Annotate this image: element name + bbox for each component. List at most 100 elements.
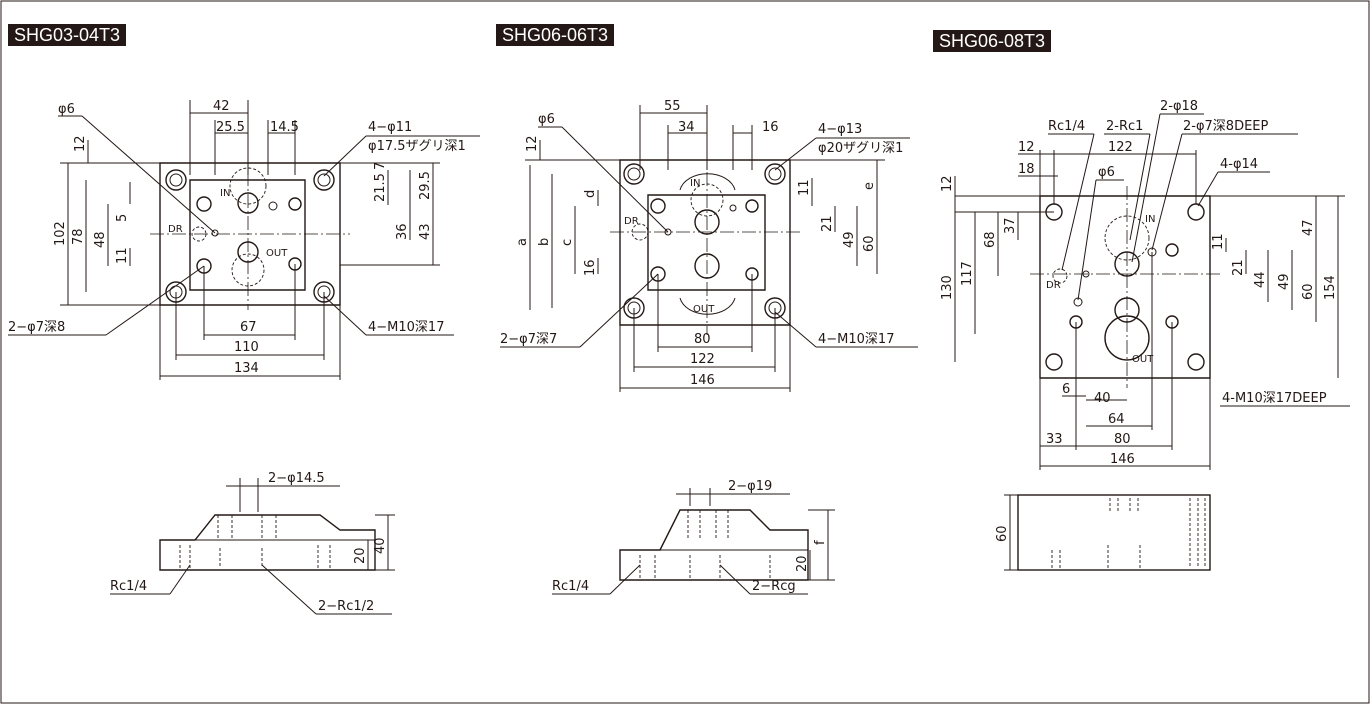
dim-40: 40 [373, 537, 388, 554]
drain-port [1052, 268, 1068, 284]
dim-64: 64 [1108, 412, 1125, 427]
dim-11: 11 [1211, 233, 1226, 250]
port-out-boss [679, 297, 736, 315]
leader [1131, 113, 1161, 263]
callout-phi6: φ6 [538, 112, 555, 127]
label-out: OUT [693, 304, 715, 315]
port-out [1104, 315, 1150, 361]
callout-pins: 2−φ7深8 [8, 320, 65, 335]
dim-78: 78 [71, 228, 86, 245]
mount-hole-tl [623, 163, 645, 185]
callout-drain: Rc1/4 [110, 579, 147, 594]
label-in: IN [1145, 214, 1155, 225]
dim-44: 44 [1253, 271, 1268, 288]
dim-36: 36 [395, 223, 410, 240]
callout-main-ports: 2−Rcg [752, 579, 796, 594]
label-out: OUT [266, 248, 288, 259]
tap-hole-1 [288, 197, 302, 211]
tap-hole-1 [745, 199, 759, 213]
callout-pins: 2-φ7深8DEEP [1183, 119, 1269, 134]
callout-pins: 2−φ7深7 [500, 332, 557, 347]
leader [1061, 133, 1095, 271]
dim-d: d [583, 190, 598, 198]
pin-hole-1 [196, 196, 212, 212]
label-dr: DR [168, 224, 183, 235]
dim-122: 122 [690, 352, 715, 367]
dim-12v: 12 [940, 175, 955, 192]
dim-80: 80 [694, 332, 711, 347]
mount-hole-tl [165, 169, 187, 191]
dim-12: 12 [73, 135, 88, 152]
callout-tap: 4−M10深17 [368, 320, 444, 335]
dim-134: 134 [234, 361, 259, 376]
dim-25-5: 25.5 [216, 120, 245, 135]
dim-e: e [862, 182, 877, 190]
drain-port [631, 223, 649, 241]
leader [169, 564, 191, 595]
model-2-top-view: IN DR OUT 55 34 16 12 a b c d 16 e 11 [500, 99, 918, 392]
label-out: OUT [1132, 354, 1154, 365]
leader [105, 265, 205, 336]
callout-ports-side: 2−φ14.5 [268, 471, 325, 486]
dim-a: a [515, 238, 530, 246]
dim-42: 42 [213, 99, 230, 114]
label-in: IN [220, 188, 230, 199]
leader [1129, 133, 1151, 241]
mount-hole-tr [764, 163, 786, 185]
dim-68: 68 [983, 231, 998, 248]
dim-21: 21 [820, 215, 835, 232]
small-hole [268, 201, 278, 211]
callout-phi6: φ6 [1098, 165, 1115, 180]
dim-20: 20 [353, 547, 368, 564]
side-outline [1017, 494, 1211, 571]
mount-hole-tr [313, 169, 335, 191]
dim-29-5: 29.5 [418, 171, 433, 200]
dim-33: 33 [1046, 432, 1063, 447]
side-outline [159, 514, 376, 571]
dim-47: 47 [1301, 219, 1316, 236]
mount-hole-tr [1187, 203, 1205, 221]
callout-mount: 4-φ14 [1220, 157, 1258, 172]
callout-drain: Rc1/4 [1048, 119, 1085, 134]
callout-main-ports: 2−Rc1/2 [318, 599, 374, 614]
callout-counterbore: φ20ザグリ深1 [818, 141, 903, 156]
dim-11: 11 [797, 179, 812, 196]
dim-67: 67 [240, 320, 257, 335]
dim-80: 80 [1114, 432, 1131, 447]
model-title-shg03-04t3: SHG03-04T3 [8, 24, 127, 46]
leader [719, 564, 751, 595]
callout-tap: 4−M10深17 [818, 332, 894, 347]
dim-55: 55 [664, 99, 681, 114]
dim-b: b [537, 238, 552, 246]
leader [774, 311, 817, 348]
model-title-shg06-06t3: SHG06-06T3 [496, 24, 615, 46]
dim-37: 37 [1003, 217, 1018, 234]
dim-c: c [560, 239, 575, 246]
callout-ports-side: 2−φ19 [728, 479, 772, 494]
dim-60s: 60 [995, 525, 1010, 542]
dim-18: 18 [1018, 162, 1035, 177]
callout-counterbore: φ17.5ザグリ深1 [368, 139, 466, 154]
leader [81, 115, 216, 234]
plate-outline [1039, 195, 1211, 379]
dim-40: 40 [1094, 391, 1111, 406]
dim-16v: 16 [583, 259, 598, 276]
leader [323, 295, 367, 336]
dim-49: 49 [1277, 273, 1292, 290]
dim-48: 48 [93, 231, 108, 248]
leader [1197, 171, 1219, 207]
valve-seat [189, 179, 306, 291]
dim-122: 122 [1108, 140, 1133, 155]
leader [579, 273, 659, 348]
dim-60: 60 [1301, 283, 1316, 300]
dim-12h: 12 [1018, 140, 1035, 155]
callout-phi6: φ6 [58, 102, 75, 117]
dim-21-5: 21.5 [373, 173, 388, 202]
label-dr: DR [624, 216, 639, 227]
dim-146: 146 [690, 373, 715, 388]
port-in-counterbore [1104, 215, 1150, 261]
callout-main-ports: 2-Rc1 [1106, 119, 1143, 134]
mount-hole-tr-inner [317, 173, 331, 187]
